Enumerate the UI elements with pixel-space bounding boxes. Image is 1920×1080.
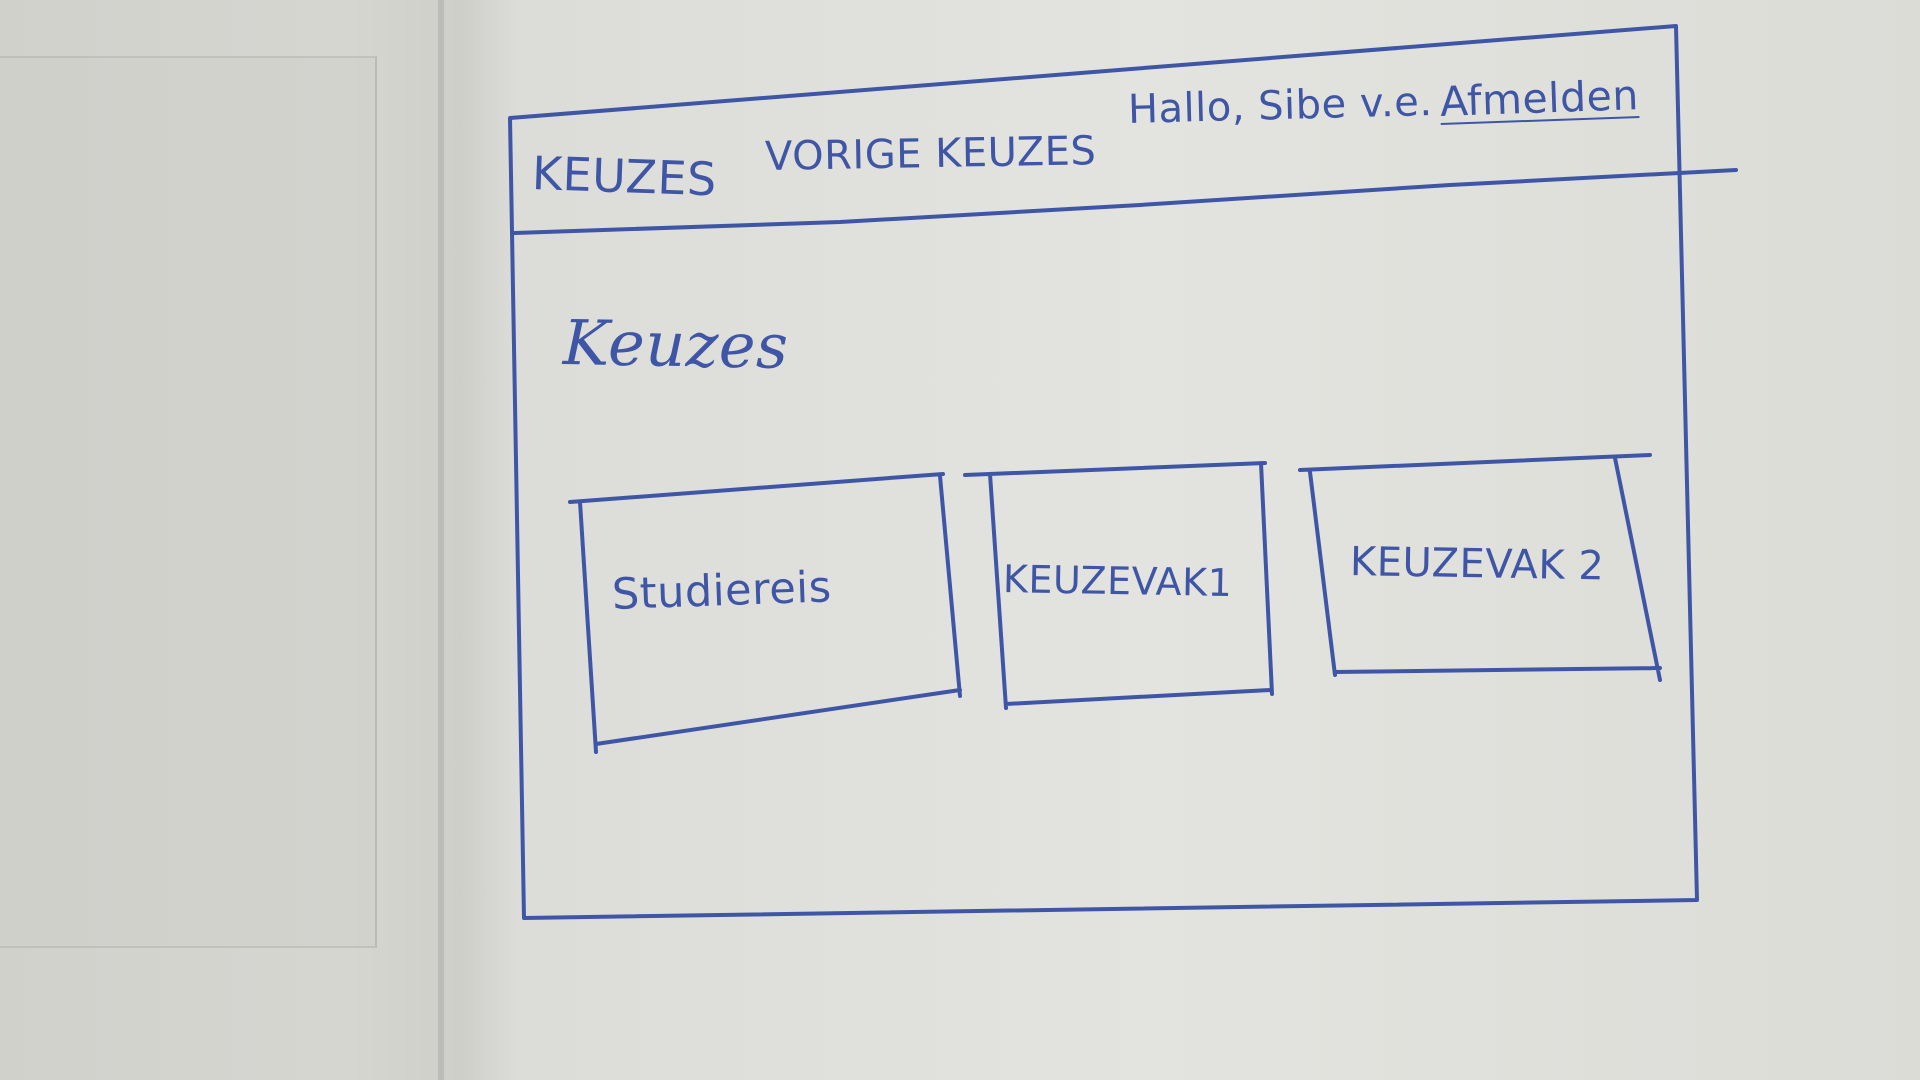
studiereis-card[interactable] xyxy=(580,478,960,748)
page-title: Keuzes xyxy=(562,306,790,383)
user-greeting: Hallo, Sibe v.e. xyxy=(1127,79,1434,133)
nav-item-vorige-keuzes[interactable]: VORIGE KEUZES xyxy=(764,128,1097,180)
ghost-page-shadow xyxy=(0,56,377,948)
keuzevak1-card[interactable] xyxy=(990,463,1276,711)
notebook-fold xyxy=(438,0,444,1080)
logout-link[interactable]: Afmelden xyxy=(1439,71,1640,126)
keuzevak2-card[interactable] xyxy=(1313,455,1650,685)
nav-item-keuzes[interactable]: KEUZES xyxy=(531,146,718,207)
